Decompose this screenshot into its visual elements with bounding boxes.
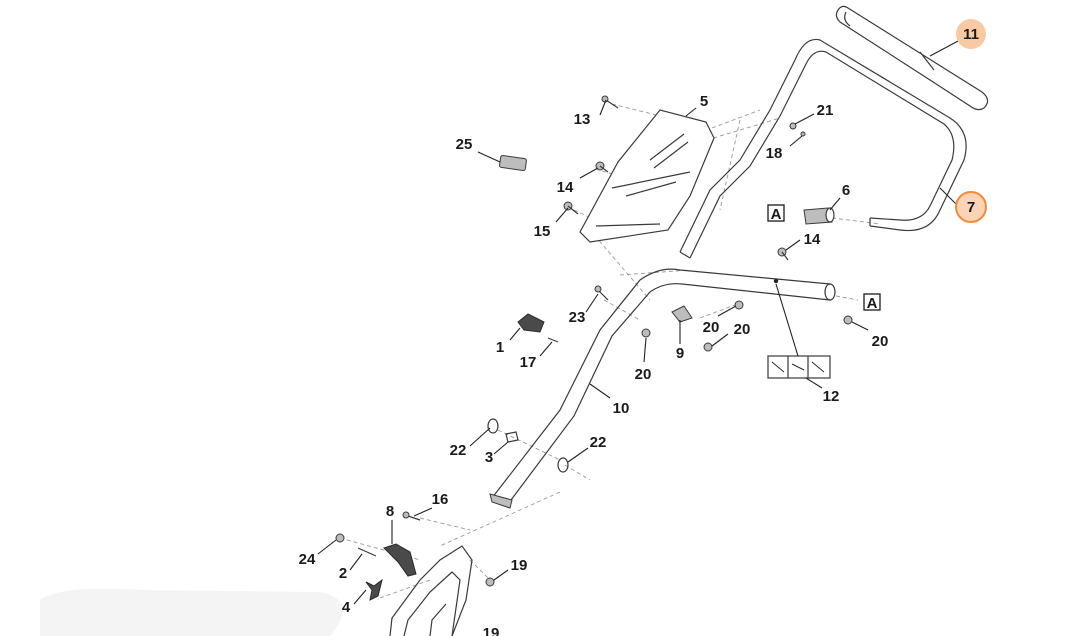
label-12: 12: [823, 388, 840, 405]
label-18: 18: [766, 145, 783, 162]
callout-7-highlighted[interactable]: 7: [955, 191, 987, 223]
label-10: 10: [613, 400, 630, 417]
svg-text:A: A: [867, 295, 878, 312]
label-25: 25: [456, 136, 473, 153]
label-17: 17: [520, 354, 537, 371]
part-19-frame-bracket: [389, 545, 473, 636]
label-2: 2: [339, 565, 347, 582]
label-14a: 14: [557, 179, 574, 196]
background-shadow: [40, 588, 343, 636]
part-number-labels: 5 13 25 14 15 21 18 6 14 23 1 17 20 20 9…: [299, 93, 889, 636]
label-20d: 20: [872, 333, 889, 350]
reference-marker-a-left: A: [767, 204, 785, 223]
label-15: 15: [534, 223, 551, 240]
leader-lines: [317, 39, 961, 605]
label-24: 24: [299, 551, 316, 568]
label-19a: 19: [511, 557, 528, 574]
part-11-grip-cover: [835, 5, 989, 111]
label-20c: 20: [635, 366, 652, 383]
label-22b: 22: [590, 434, 607, 451]
callout-11-highlighted[interactable]: 11: [956, 19, 986, 49]
label-20b: 20: [734, 321, 751, 338]
label-22a: 22: [450, 442, 467, 459]
label-3: 3: [485, 449, 493, 466]
part-5-cover-plate: [579, 109, 715, 243]
label-16: 16: [432, 491, 449, 508]
label-5: 5: [700, 93, 708, 110]
svg-text:A: A: [771, 206, 782, 223]
label-4: 4: [342, 599, 351, 616]
assembly-guide-lines: [339, 103, 881, 599]
label-1: 1: [496, 339, 504, 356]
svg-text:7: 7: [967, 199, 975, 216]
label-19b: 19: [483, 625, 500, 636]
label-23: 23: [569, 309, 586, 326]
label-21: 21: [817, 102, 834, 119]
label-14b: 14: [804, 231, 821, 248]
label-8: 8: [386, 503, 394, 520]
part-10-lower-handle: [489, 268, 836, 509]
part-7-upper-handle: [679, 38, 967, 259]
label-9: 9: [676, 345, 684, 362]
label-20a: 20: [703, 319, 720, 336]
hardware-parts: [335, 95, 853, 601]
part-6-bushing: [803, 207, 835, 225]
label-6: 6: [842, 182, 850, 199]
label-13: 13: [574, 111, 591, 128]
svg-text:11: 11: [963, 26, 979, 43]
reference-marker-a-right: A: [863, 293, 881, 312]
